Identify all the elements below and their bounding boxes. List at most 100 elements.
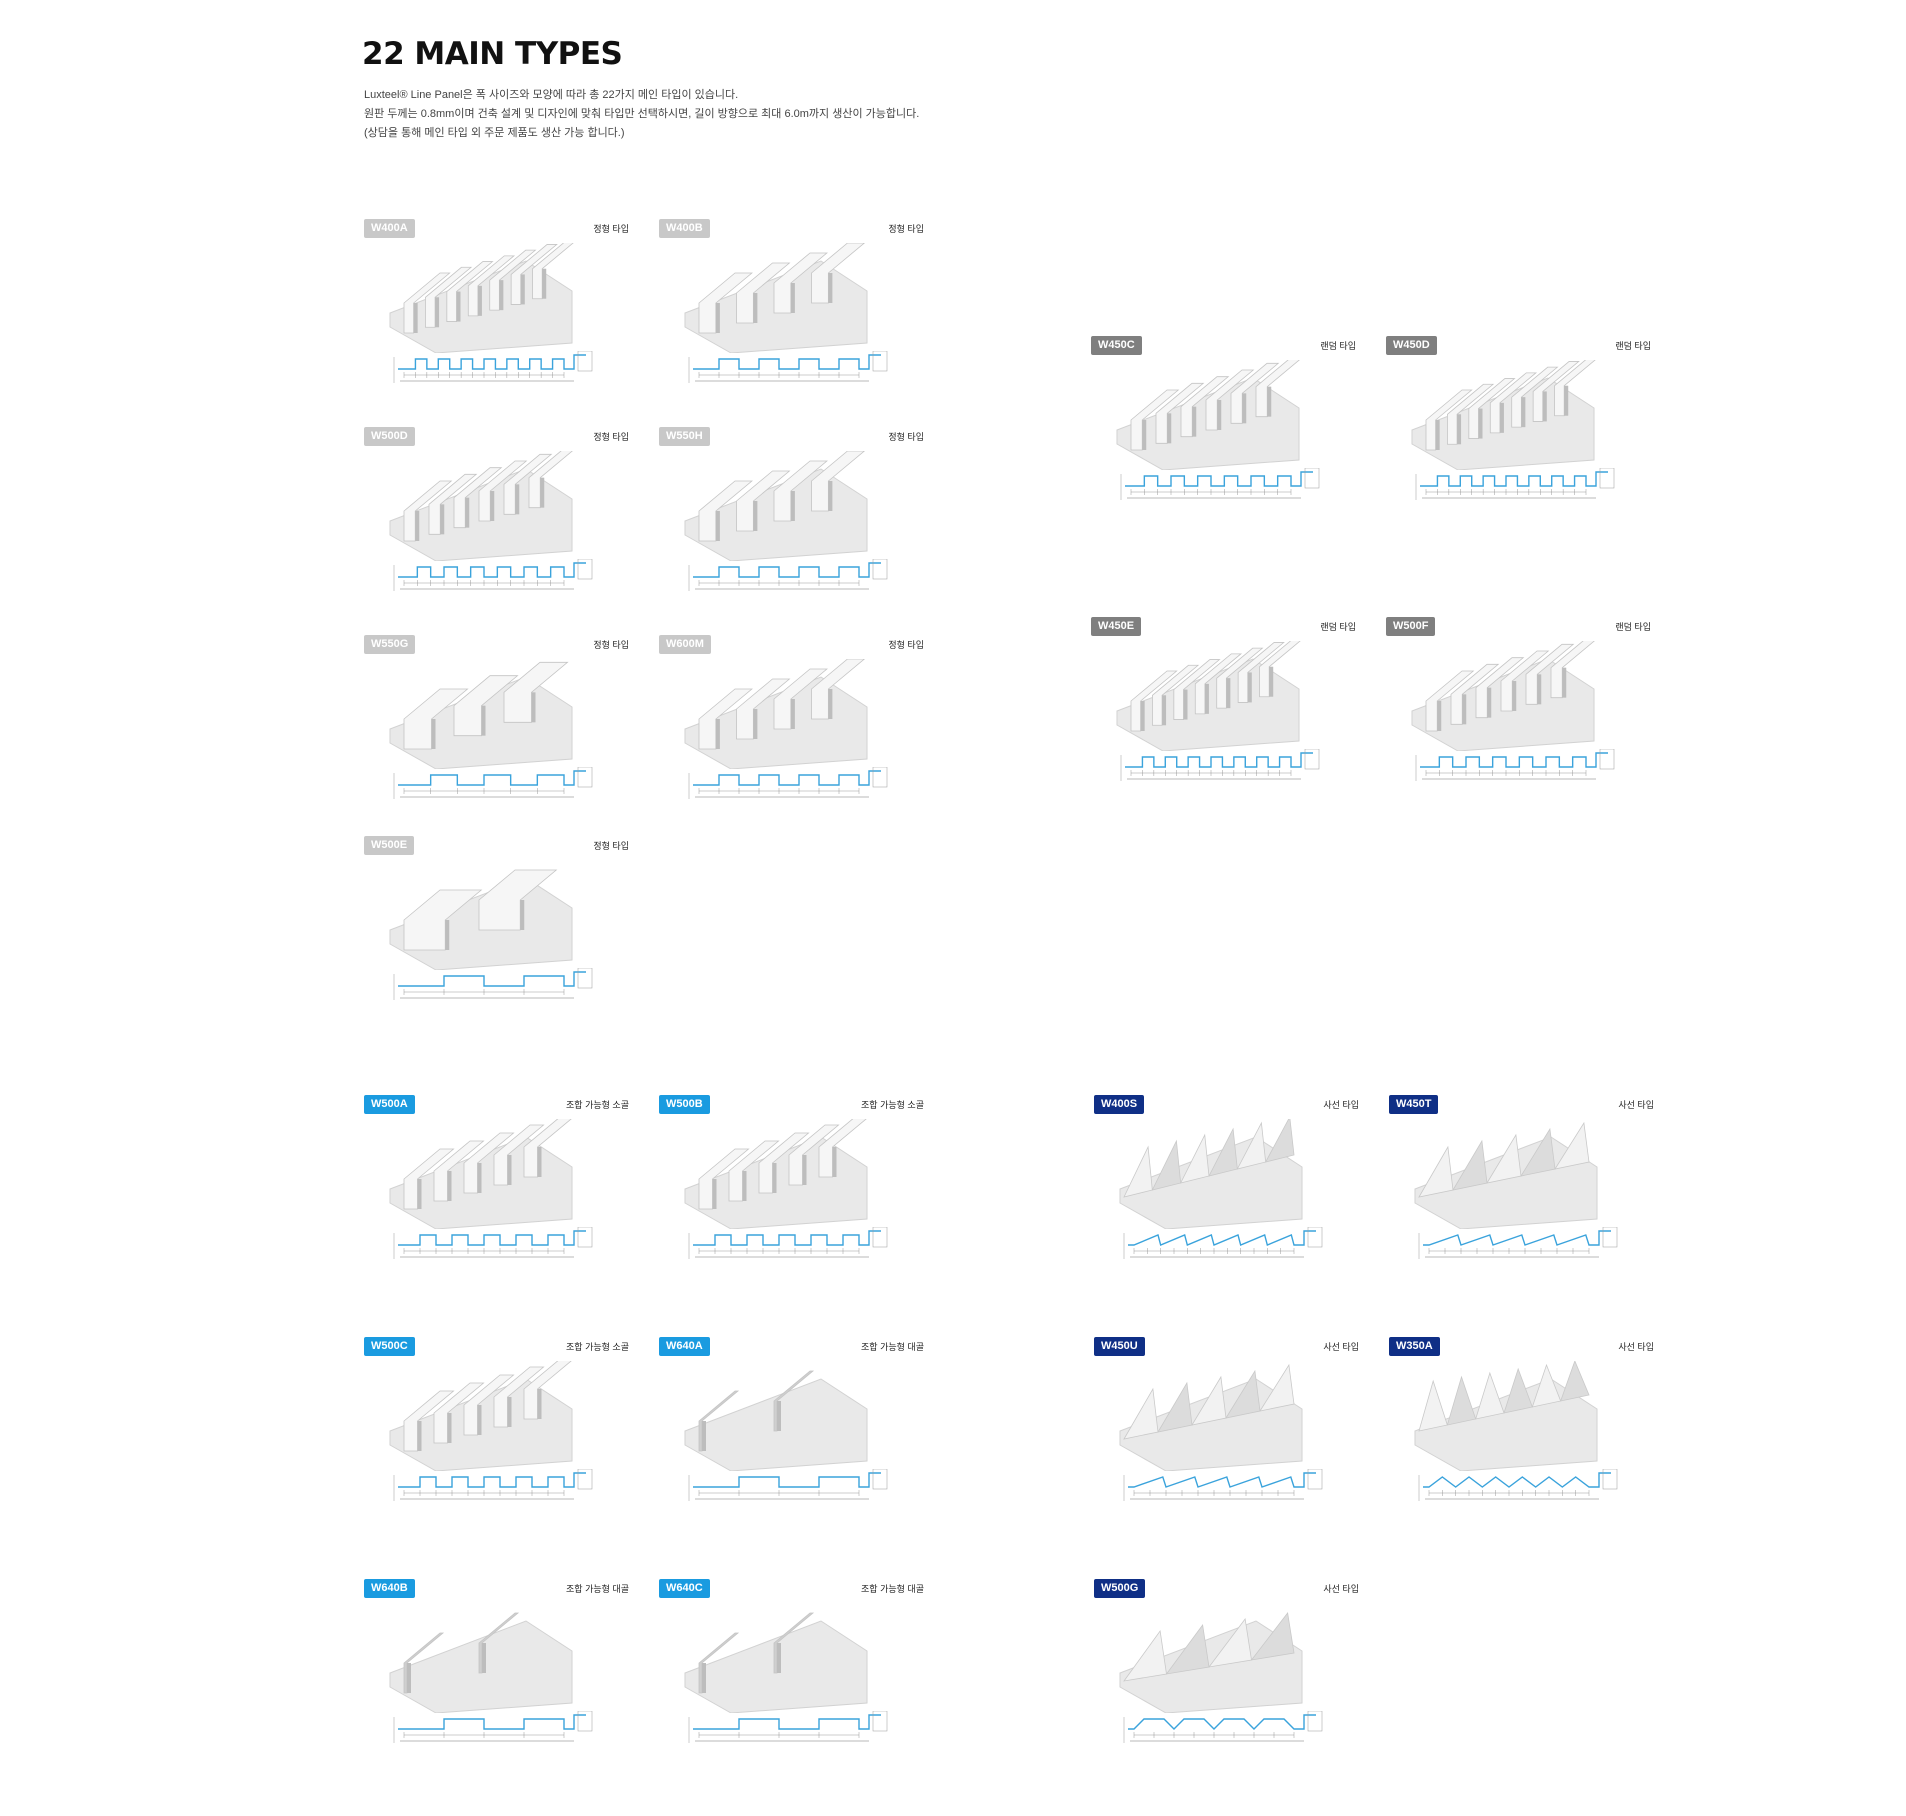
panel-rib-shadow (715, 511, 720, 541)
panel-rib-shadow (431, 719, 436, 749)
panel-rib (528, 451, 573, 509)
dimension-box (1602, 1227, 1618, 1248)
panel-rib-shadow (1542, 391, 1547, 422)
dimension-box (577, 767, 593, 788)
panel-rib-shadow (1562, 667, 1567, 698)
profile-outline (1423, 1230, 1611, 1246)
page-title: 22 MAIN TYPES (362, 36, 623, 72)
panel-rib-shadow (832, 1147, 837, 1177)
panel-code-badge: W450U (1094, 1337, 1145, 1356)
panel-rib-shadow (772, 1163, 777, 1193)
panel-illustration (389, 1612, 573, 1713)
panel-rib (403, 272, 451, 334)
panel-code-badge: W450T (1389, 1095, 1439, 1114)
panel-illustration (389, 1361, 573, 1471)
profile-drawing (393, 1227, 593, 1259)
panel-rib-shadow (1142, 420, 1147, 450)
profile-outline (1128, 1714, 1316, 1730)
panel-rib (1450, 663, 1500, 725)
panel-rib-shadow (777, 1401, 781, 1431)
dimension-box (872, 351, 888, 372)
panel-code-badge: W500F (1386, 617, 1436, 636)
dimension-box (1304, 468, 1320, 489)
panel-rib (1486, 1133, 1522, 1184)
panel-rib (1525, 643, 1575, 705)
dimension-box (577, 351, 593, 372)
panel-rib-shadow (1204, 683, 1209, 714)
panel-category: 사선 타입 (1323, 1584, 1359, 1594)
panel-illustration (389, 451, 573, 561)
panel-illustration (684, 659, 868, 769)
panel-code-badge: W500D (364, 427, 415, 446)
profile-drawing (393, 767, 593, 799)
panel-rib-shadow (1162, 695, 1167, 726)
panel-rib-shadow (490, 491, 495, 521)
panel-rib-shadow (445, 920, 450, 950)
panel-code-badge: W500C (364, 1337, 415, 1356)
profile-drawing (1418, 1469, 1618, 1501)
panel-illustration (389, 1119, 573, 1229)
panel-code-badge: W400A (364, 219, 415, 238)
panel-rib (1446, 1375, 1477, 1426)
panel-rib-shadow (407, 1663, 411, 1693)
panel-rib-shadow (537, 1147, 542, 1177)
dimension-box (577, 1227, 593, 1248)
panel-rib (1511, 366, 1559, 428)
panel-rib-shadow (1217, 400, 1222, 430)
panel-rib (1520, 1127, 1556, 1177)
panel-illustration (684, 1370, 868, 1471)
intro-line-1: Luxteel® Line Panel은 폭 사이즈와 모양에 따라 총 22가… (364, 89, 739, 101)
panel-code-badge: W550G (364, 635, 416, 654)
panel-category: 정형 타입 (593, 224, 629, 234)
dimension-box (872, 767, 888, 788)
panel-rib (1554, 1121, 1590, 1170)
profile-drawing (1120, 749, 1320, 781)
panel-rib-shadow (715, 719, 720, 749)
panel-rib (1264, 1119, 1295, 1163)
panel-category: 조합 가능형 대골 (861, 1584, 924, 1594)
dimension-box (872, 1469, 888, 1490)
profile-drawing (393, 1711, 593, 1743)
panel-rib (1560, 1361, 1590, 1402)
panel-rib-shadow (1435, 420, 1440, 450)
dimension-box (577, 968, 593, 989)
profile-outline (693, 1472, 881, 1488)
profile-drawing (393, 1469, 593, 1501)
panel-rib (1173, 659, 1221, 720)
panel-rib (1418, 1145, 1454, 1198)
panel-category: 정형 타입 (888, 432, 924, 442)
dimension-box (1304, 749, 1320, 770)
panel-rib-shadow (1499, 402, 1504, 433)
dimension-box (1599, 468, 1615, 489)
panel-rib-shadow (481, 705, 486, 736)
panel-category: 조합 가능형 대골 (861, 1342, 924, 1352)
panel-category: 정형 타입 (593, 841, 629, 851)
panel-rib-shadow (1487, 687, 1492, 718)
panel-code-badge: W400S (1094, 1095, 1145, 1114)
panel-code-badge: W640C (659, 1579, 710, 1598)
panel-rib-shadow (742, 1171, 747, 1201)
intro-line-3: (상담을 통해 메인 타입 외 주문 제품도 생산 가능 합니다.) (364, 127, 625, 139)
panel-rib-shadow (447, 1171, 452, 1201)
panel-category: 사선 타입 (1618, 1342, 1654, 1352)
profile-drawing (688, 1711, 888, 1743)
panel-illustration (1411, 641, 1595, 751)
panel-illustration (684, 1119, 868, 1229)
profile-drawing (1415, 749, 1615, 781)
panel-rib (1532, 361, 1580, 422)
panel-rib (1152, 664, 1200, 726)
panel-code-badge: W640B (364, 1579, 415, 1598)
profile-drawing (688, 559, 888, 591)
panel-rib-shadow (413, 303, 418, 333)
dimension-box (577, 559, 593, 580)
panel-rib-shadow (1564, 385, 1569, 416)
panel-illustration (1119, 1119, 1303, 1229)
panel-rib-shadow (537, 1389, 542, 1419)
profile-drawing (688, 767, 888, 799)
dimension-box (872, 1711, 888, 1732)
panel-rib (1180, 376, 1230, 438)
